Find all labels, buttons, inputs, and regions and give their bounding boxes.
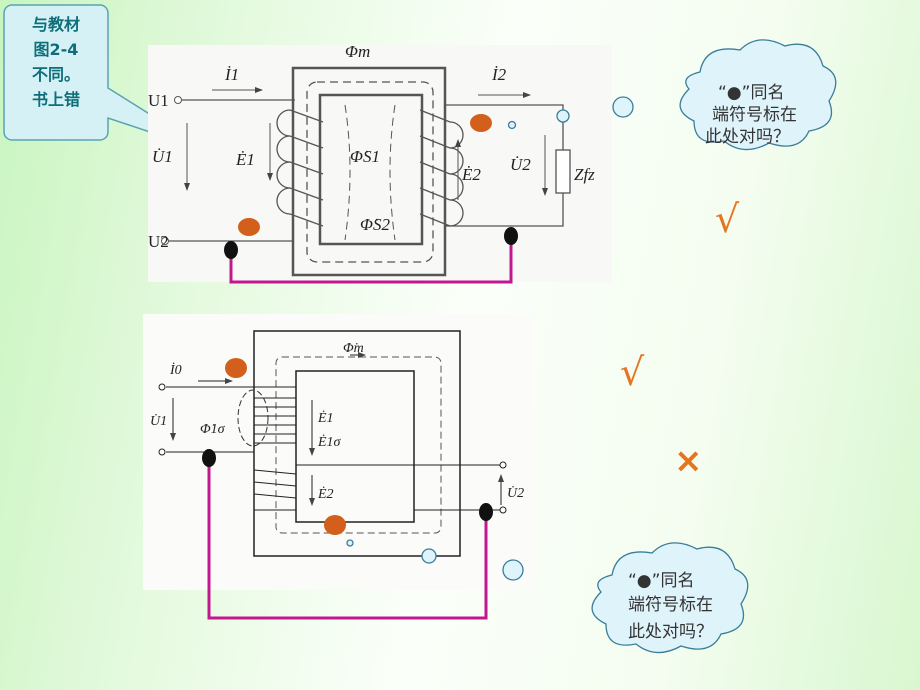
cloud-bottom-line: 端符号标在 (628, 595, 713, 615)
dot-marker-black (202, 449, 216, 467)
dot-marker-black (224, 241, 238, 259)
cloud-bottom-line: 此处对吗？ (628, 622, 713, 642)
dot-marker-orange (225, 358, 247, 378)
flux-m-label: Φm (345, 42, 370, 61)
e2-label: Ė2 (317, 486, 334, 502)
u1-label: U̇1 (152, 147, 173, 166)
cloud-top-line: 端符号标在 (712, 105, 797, 125)
dot-marker-black (479, 503, 493, 521)
i1-label: İ1 (224, 65, 239, 84)
u2-terminal-label: U2 (148, 232, 169, 251)
thought-cloud-bottom (346, 539, 749, 654)
i0-label: İ0 (169, 362, 182, 378)
flux-m-label: Φ̇m (343, 341, 364, 356)
callout-line: 书上错 (32, 90, 80, 109)
e1-label: Ė1 (235, 150, 255, 169)
top-transformer-diagram: Φm İ1 İ2 U1 U2 U̇1 Ė1 Φ̇S1 Φ̇S2 Ė2 U̇2 Z… (148, 42, 612, 284)
e1sigma-label: Ė1σ (317, 434, 342, 450)
load-label: Zfz (574, 165, 595, 184)
check-mark-icon: √ (715, 197, 740, 241)
cloud-top-line: 此处对吗？ (705, 127, 790, 147)
callout-line: 不同。 (32, 65, 80, 84)
dot-marker-orange (324, 515, 346, 535)
i2-label: İ2 (491, 65, 507, 84)
cloud-bottom-line: “●”同名 (628, 571, 694, 591)
dot-marker-black (504, 227, 518, 245)
u2-label: U̇2 (510, 155, 531, 174)
connection-wire (207, 458, 488, 620)
dot-marker-orange (238, 218, 260, 236)
dot-marker-orange (470, 114, 492, 132)
u1-terminal-label: U1 (148, 91, 169, 110)
callout-line: 与教材 (32, 15, 80, 34)
connection-wire (229, 236, 513, 284)
thought-cloud-top (507, 39, 837, 151)
callout-note: 与教材 图2-4 不同。 书上错 (3, 4, 211, 153)
e1-label: Ė1 (317, 410, 334, 426)
callout-line: 图2-4 (34, 40, 79, 59)
bottom-transformer-diagram: Φ̇m İ0 U̇1 Φ̇1σ Ė1 Ė1σ Ė2 U̇2 (143, 314, 533, 620)
e2-label: Ė2 (461, 165, 481, 184)
phi-s1-label: Φ̇S1 (350, 147, 380, 166)
phi-s2-label: Φ̇S2 (360, 215, 390, 234)
phi-1sigma-label: Φ̇1σ (200, 422, 226, 437)
cross-mark-icon: × (674, 441, 703, 481)
cloud-top-line: “●”同名 (718, 83, 784, 103)
check-mark-icon: √ (620, 350, 645, 394)
u2-label: U̇2 (507, 485, 524, 501)
u1-label: U̇1 (150, 413, 167, 429)
